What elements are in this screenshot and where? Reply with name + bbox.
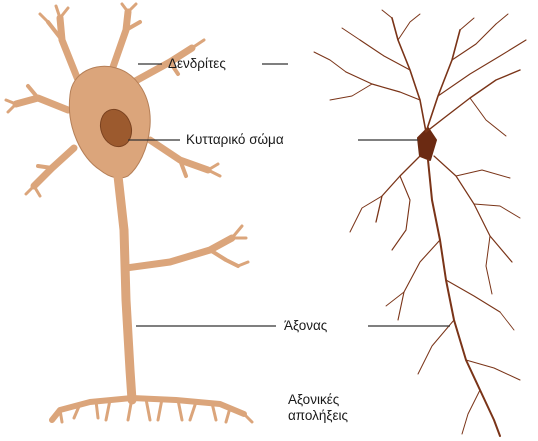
label-dendrites: Δενδρίτες — [168, 56, 226, 72]
stained-axon — [428, 160, 500, 436]
leader-lines — [128, 64, 450, 326]
axon-collateral — [126, 226, 248, 268]
label-axon-terminals-line1: Αξονικές — [288, 392, 368, 408]
illustrated-axon — [118, 176, 132, 400]
label-axon-terminals-line2: απολήξεις — [288, 408, 368, 424]
label-axon-terminals: Αξονικές απολήξεις — [288, 392, 368, 424]
stained-soma — [418, 128, 436, 160]
illustrated-axon-terminals — [52, 398, 252, 422]
stained-neuron — [314, 10, 526, 436]
label-axon: Άξονας — [284, 318, 327, 334]
label-cell-body: Κυτταρικό σώμα — [186, 132, 284, 148]
